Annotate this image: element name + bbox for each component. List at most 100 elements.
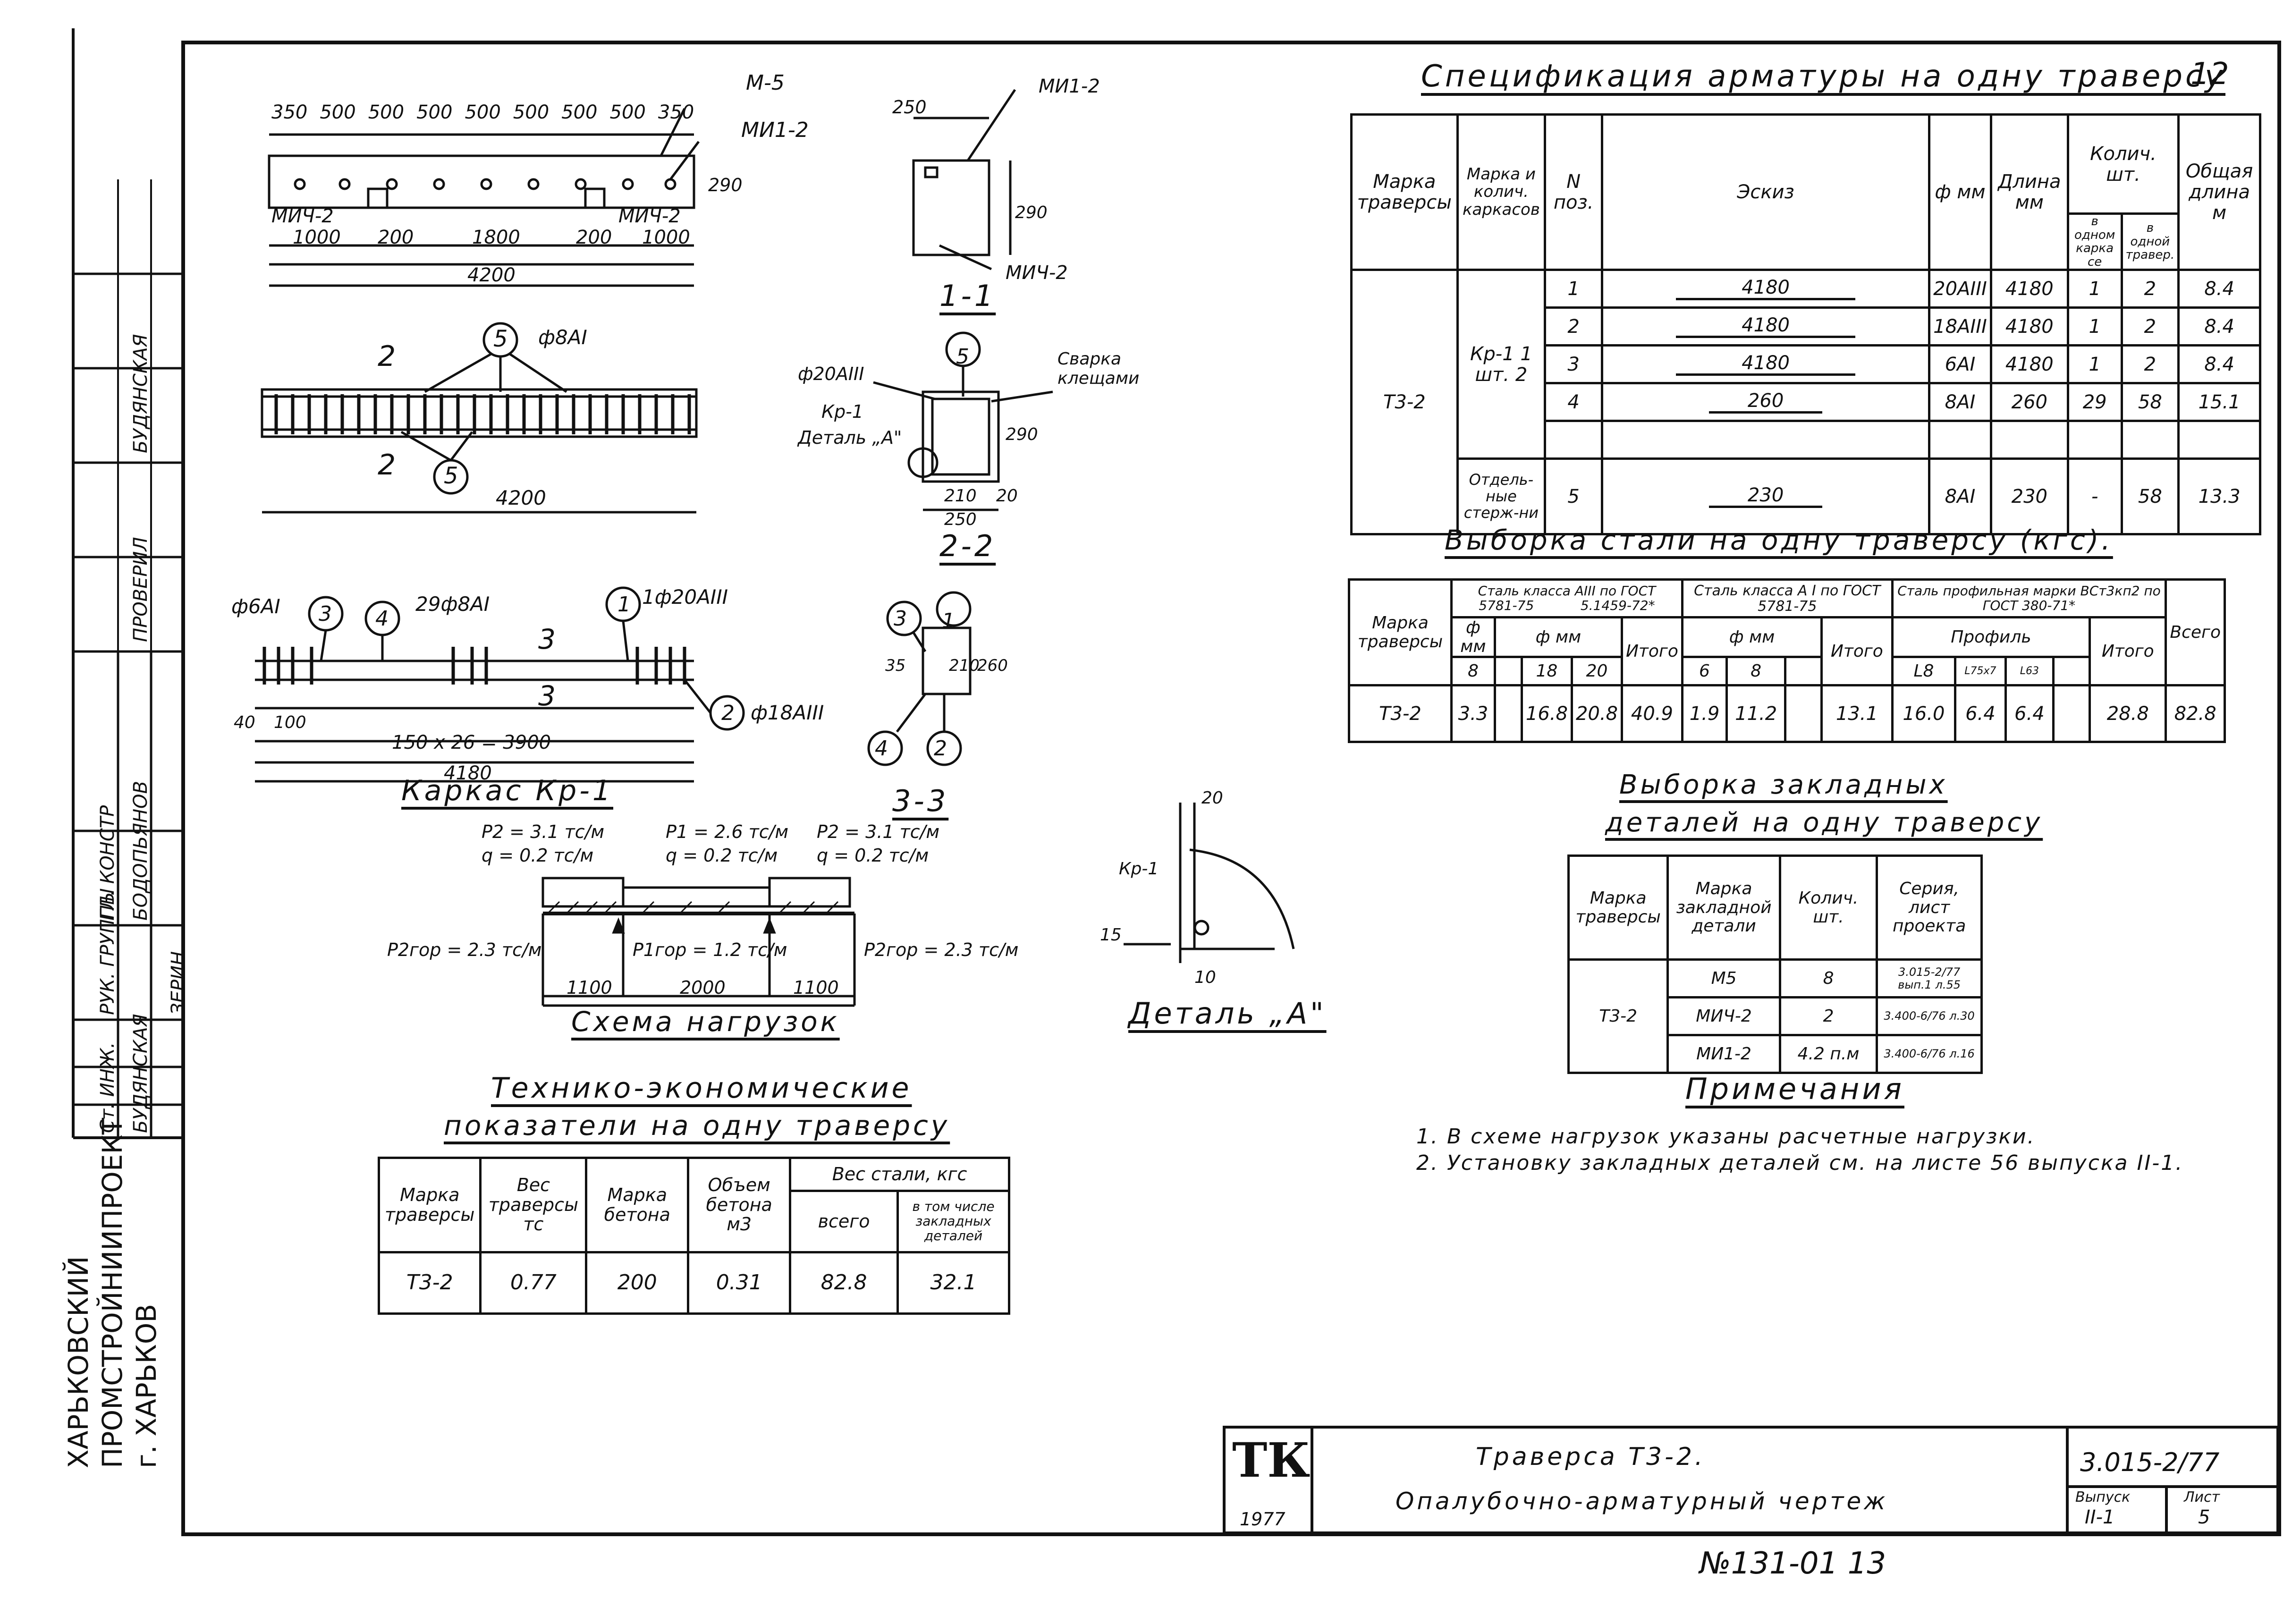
spec-total-2: 8.4 (2177, 306, 2261, 347)
load-dim-1100-b: 1100 (793, 977, 839, 998)
spec-total-4: 15.1 (2177, 382, 2261, 423)
label-mi12: МИ1-2 (741, 118, 809, 142)
cut-3-bottom: 3 (538, 680, 556, 712)
vyb-sub-l75: L75x7 (1954, 656, 2007, 687)
vypusk-value: II-1 (2085, 1506, 2115, 1528)
vyb-marka: Т3-2 (1348, 684, 1453, 744)
s22-250: 250 (944, 510, 977, 529)
spec-diam-3: 6АI (1928, 344, 1992, 385)
spec-h-k2: в одной травер. (2120, 212, 2180, 271)
spec-k1-4: 29 (2066, 382, 2123, 423)
s11-mich2: МИЧ-2 (1006, 262, 1068, 284)
spec-sketch-1: 4180 (1601, 269, 1931, 309)
vyb-p2: 6.4 (1954, 684, 2007, 744)
spec-marka: Т3-2 (1350, 269, 1459, 536)
vyb-p3: 6.4 (2004, 684, 2055, 744)
spec-h-total: Общая длина м (2177, 113, 2261, 271)
zak-h-count: Колич. шт. (1778, 854, 1878, 961)
tech-beton: 200 (585, 1251, 690, 1315)
s22-290: 290 (1006, 425, 1038, 444)
list-label: Лист (2184, 1489, 2220, 1506)
tech-marka: Т3-2 (377, 1251, 482, 1315)
s11-mi12: МИ1-2 (1039, 76, 1100, 97)
pos-5-b: 5 (444, 463, 458, 489)
s33-pos2: 2 (934, 736, 947, 761)
load-q-a: q = 0.2 тс/м (482, 845, 594, 866)
year: 1977 (1240, 1509, 1286, 1530)
spec-sketch-2: 4180 (1601, 306, 1931, 347)
tk-logo: ТК (1232, 1432, 1311, 1488)
spec-h-length: Длина мм (1989, 113, 2069, 271)
dim-top-9: 350 (658, 102, 694, 123)
spec-k1-1: 1 (2066, 269, 2123, 309)
s22-kr1: Кр-1 (821, 401, 863, 422)
detail-a-title: Деталь „А" (1128, 996, 1327, 1031)
zak-detail-3: МИ1-2 (1666, 1034, 1781, 1074)
spec-sketch-3: 4180 (1601, 344, 1931, 385)
spec-len-2: 4180 (1989, 306, 2069, 347)
vyb-h-itogo-3: Итого (2089, 616, 2167, 687)
vyb-itogo3: 28.8 (2089, 684, 2167, 744)
spec-karkas: Кр-1 1 шт. 2 (1456, 269, 1547, 460)
spec-diam-1: 20АIII (1928, 269, 1992, 309)
spec-len-5: 230 (1989, 457, 2069, 536)
vyborka-table: Марка траверсы Сталь класса АIII по ГОСТ… (1348, 578, 2226, 744)
spec-pos-3: 3 (1544, 344, 1604, 385)
drawing-labels: 350 500 500 500 500 500 500 500 350 М-5 … (231, 71, 1327, 1038)
s33-pos3: 3 (894, 607, 907, 631)
spec-len-4: 260 (1989, 382, 2069, 423)
spec-k2-2: 2 (2120, 306, 2180, 347)
load-q1: q = 0.2 тс/м (666, 845, 778, 866)
zak-h-marka: Марка траверсы (1567, 854, 1669, 961)
vyb-v8: 3.3 (1450, 684, 1496, 744)
notes-list: 1. В схеме нагрузок указаны расчетные на… (1416, 1124, 2219, 1176)
zak-count-2: 2 (1778, 996, 1878, 1036)
note-2: 2. Установку закладных деталей см. на ли… (1416, 1151, 2184, 1175)
label-f6ai: ф6АI (231, 595, 280, 618)
label-mich2-a: МИЧ-2 (271, 205, 334, 227)
spec-otdel: Отдель-ные стерж-ни (1456, 457, 1547, 536)
vyb-h-marka: Марка траверсы (1348, 578, 1453, 687)
spec-h-karkas: Марка и колич. каркасов (1456, 113, 1547, 271)
s33-pos4: 4 (875, 736, 888, 761)
s22-svarka: Сварка клещами (1057, 349, 1140, 388)
tech-h-stal: Вес стали, кгс (789, 1157, 1010, 1192)
vyb-h-prof2: Профиль (1891, 616, 2091, 659)
vyb-sub-a8: 8 (1725, 656, 1787, 687)
tech-h-ves: Вес траверсы тс (479, 1157, 588, 1253)
stamp-number: №131-01 13 (1700, 1546, 1886, 1581)
vyb-vsego: 82.8 (2165, 684, 2226, 744)
list-value: 5 (2198, 1506, 2210, 1528)
det-kr1: Кр-1 (1119, 859, 1159, 879)
spec-len-3: 4180 (1989, 344, 2069, 385)
tech-stal-vsego: 82.8 (789, 1251, 899, 1315)
s22-detail: Деталь „А" (798, 427, 902, 448)
karkas-title: Каркас Кр-1 (401, 774, 614, 807)
tech-table: Марка траверсы Вес траверсы тс Марка бет… (377, 1157, 1010, 1315)
zak-count-1: 8 (1778, 958, 1878, 998)
drawing-name-2: Опалубочно-арматурный чертеж (1395, 1488, 1888, 1515)
load-q-b: q = 0.2 тс/м (817, 845, 929, 866)
pos-2: 2 (721, 701, 735, 725)
zak-series-3: 3.400-6/76 л.16 (1876, 1034, 1983, 1074)
cut-2-bottom: 2 (378, 448, 396, 482)
load-p1gor: P1гор = 1.2 тс/м (633, 939, 787, 960)
title-block: ТК 1977 Траверса Т3-2. Опалубочно-армату… (1223, 1426, 2279, 1534)
vypusk-label: Выпуск (2075, 1489, 2131, 1506)
vyb-sub-l63: L63 (2004, 656, 2055, 687)
vyb-itogo2: 13.1 (1820, 684, 1894, 744)
vyb-h-fmm-3: ф мм (1681, 616, 1823, 659)
s22-f20: ф20АIII (798, 364, 864, 384)
tech-h-vsego: всего (789, 1190, 899, 1253)
zak-marka: Т3-2 (1567, 958, 1669, 1074)
pos-4: 4 (375, 607, 389, 631)
s11-250: 250 (892, 97, 927, 118)
spec-table: Марка траверсы Марка и колич. каркасов N… (1350, 113, 2261, 536)
zak-series-2: 3.400-6/76 л.30 (1876, 996, 1983, 1036)
spec-total-3: 8.4 (2177, 344, 2261, 385)
label-m5: М-5 (746, 71, 785, 95)
s11-290: 290 (1015, 203, 1048, 222)
zaklad-title-1: Выборка закладных (1619, 770, 1948, 800)
